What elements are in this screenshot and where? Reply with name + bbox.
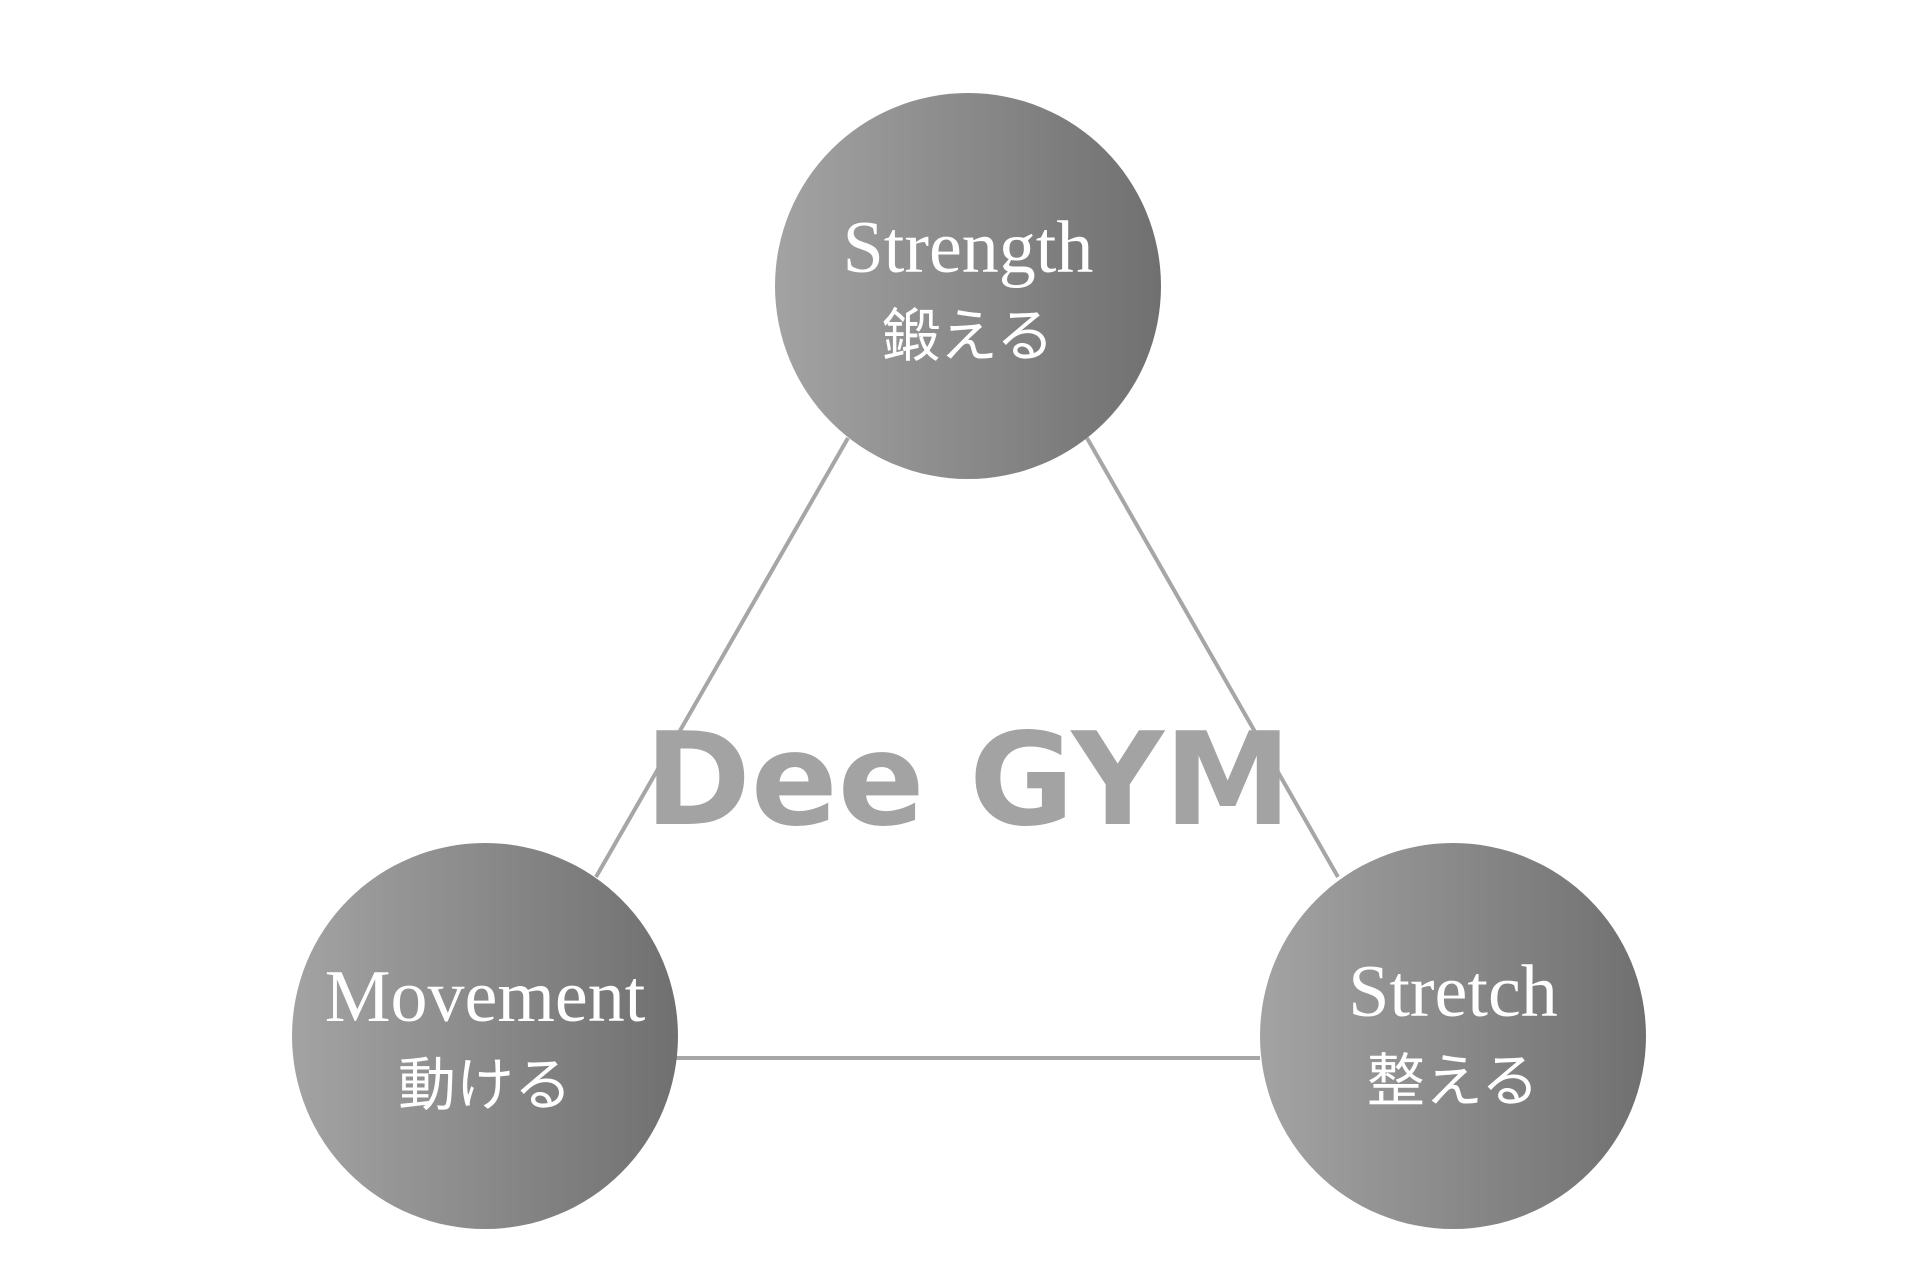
connector-strength-movement xyxy=(594,437,850,878)
center-title: Dee GYM xyxy=(645,706,1292,855)
node-stretch-circle xyxy=(1260,843,1646,1229)
node-strength-label-ja: 鍛える xyxy=(882,302,1054,370)
node-strength-circle xyxy=(775,93,1161,479)
node-stretch-label-en: Stretch xyxy=(1348,951,1558,1033)
node-movement-label-en: Movement xyxy=(325,956,646,1038)
connector-strength-stretch xyxy=(1085,437,1340,878)
node-movement-circle xyxy=(292,843,678,1229)
node-strength-label-en: Strength xyxy=(843,207,1094,289)
connectors xyxy=(594,437,1340,1060)
node-stretch: Stretch 整える xyxy=(1260,843,1646,1229)
node-stretch-label-ja: 整える xyxy=(1367,1047,1539,1115)
node-movement: Movement 動ける xyxy=(292,843,678,1229)
node-strength: Strength 鍛える xyxy=(775,93,1161,479)
node-movement-label-ja: 動ける xyxy=(398,1051,572,1119)
